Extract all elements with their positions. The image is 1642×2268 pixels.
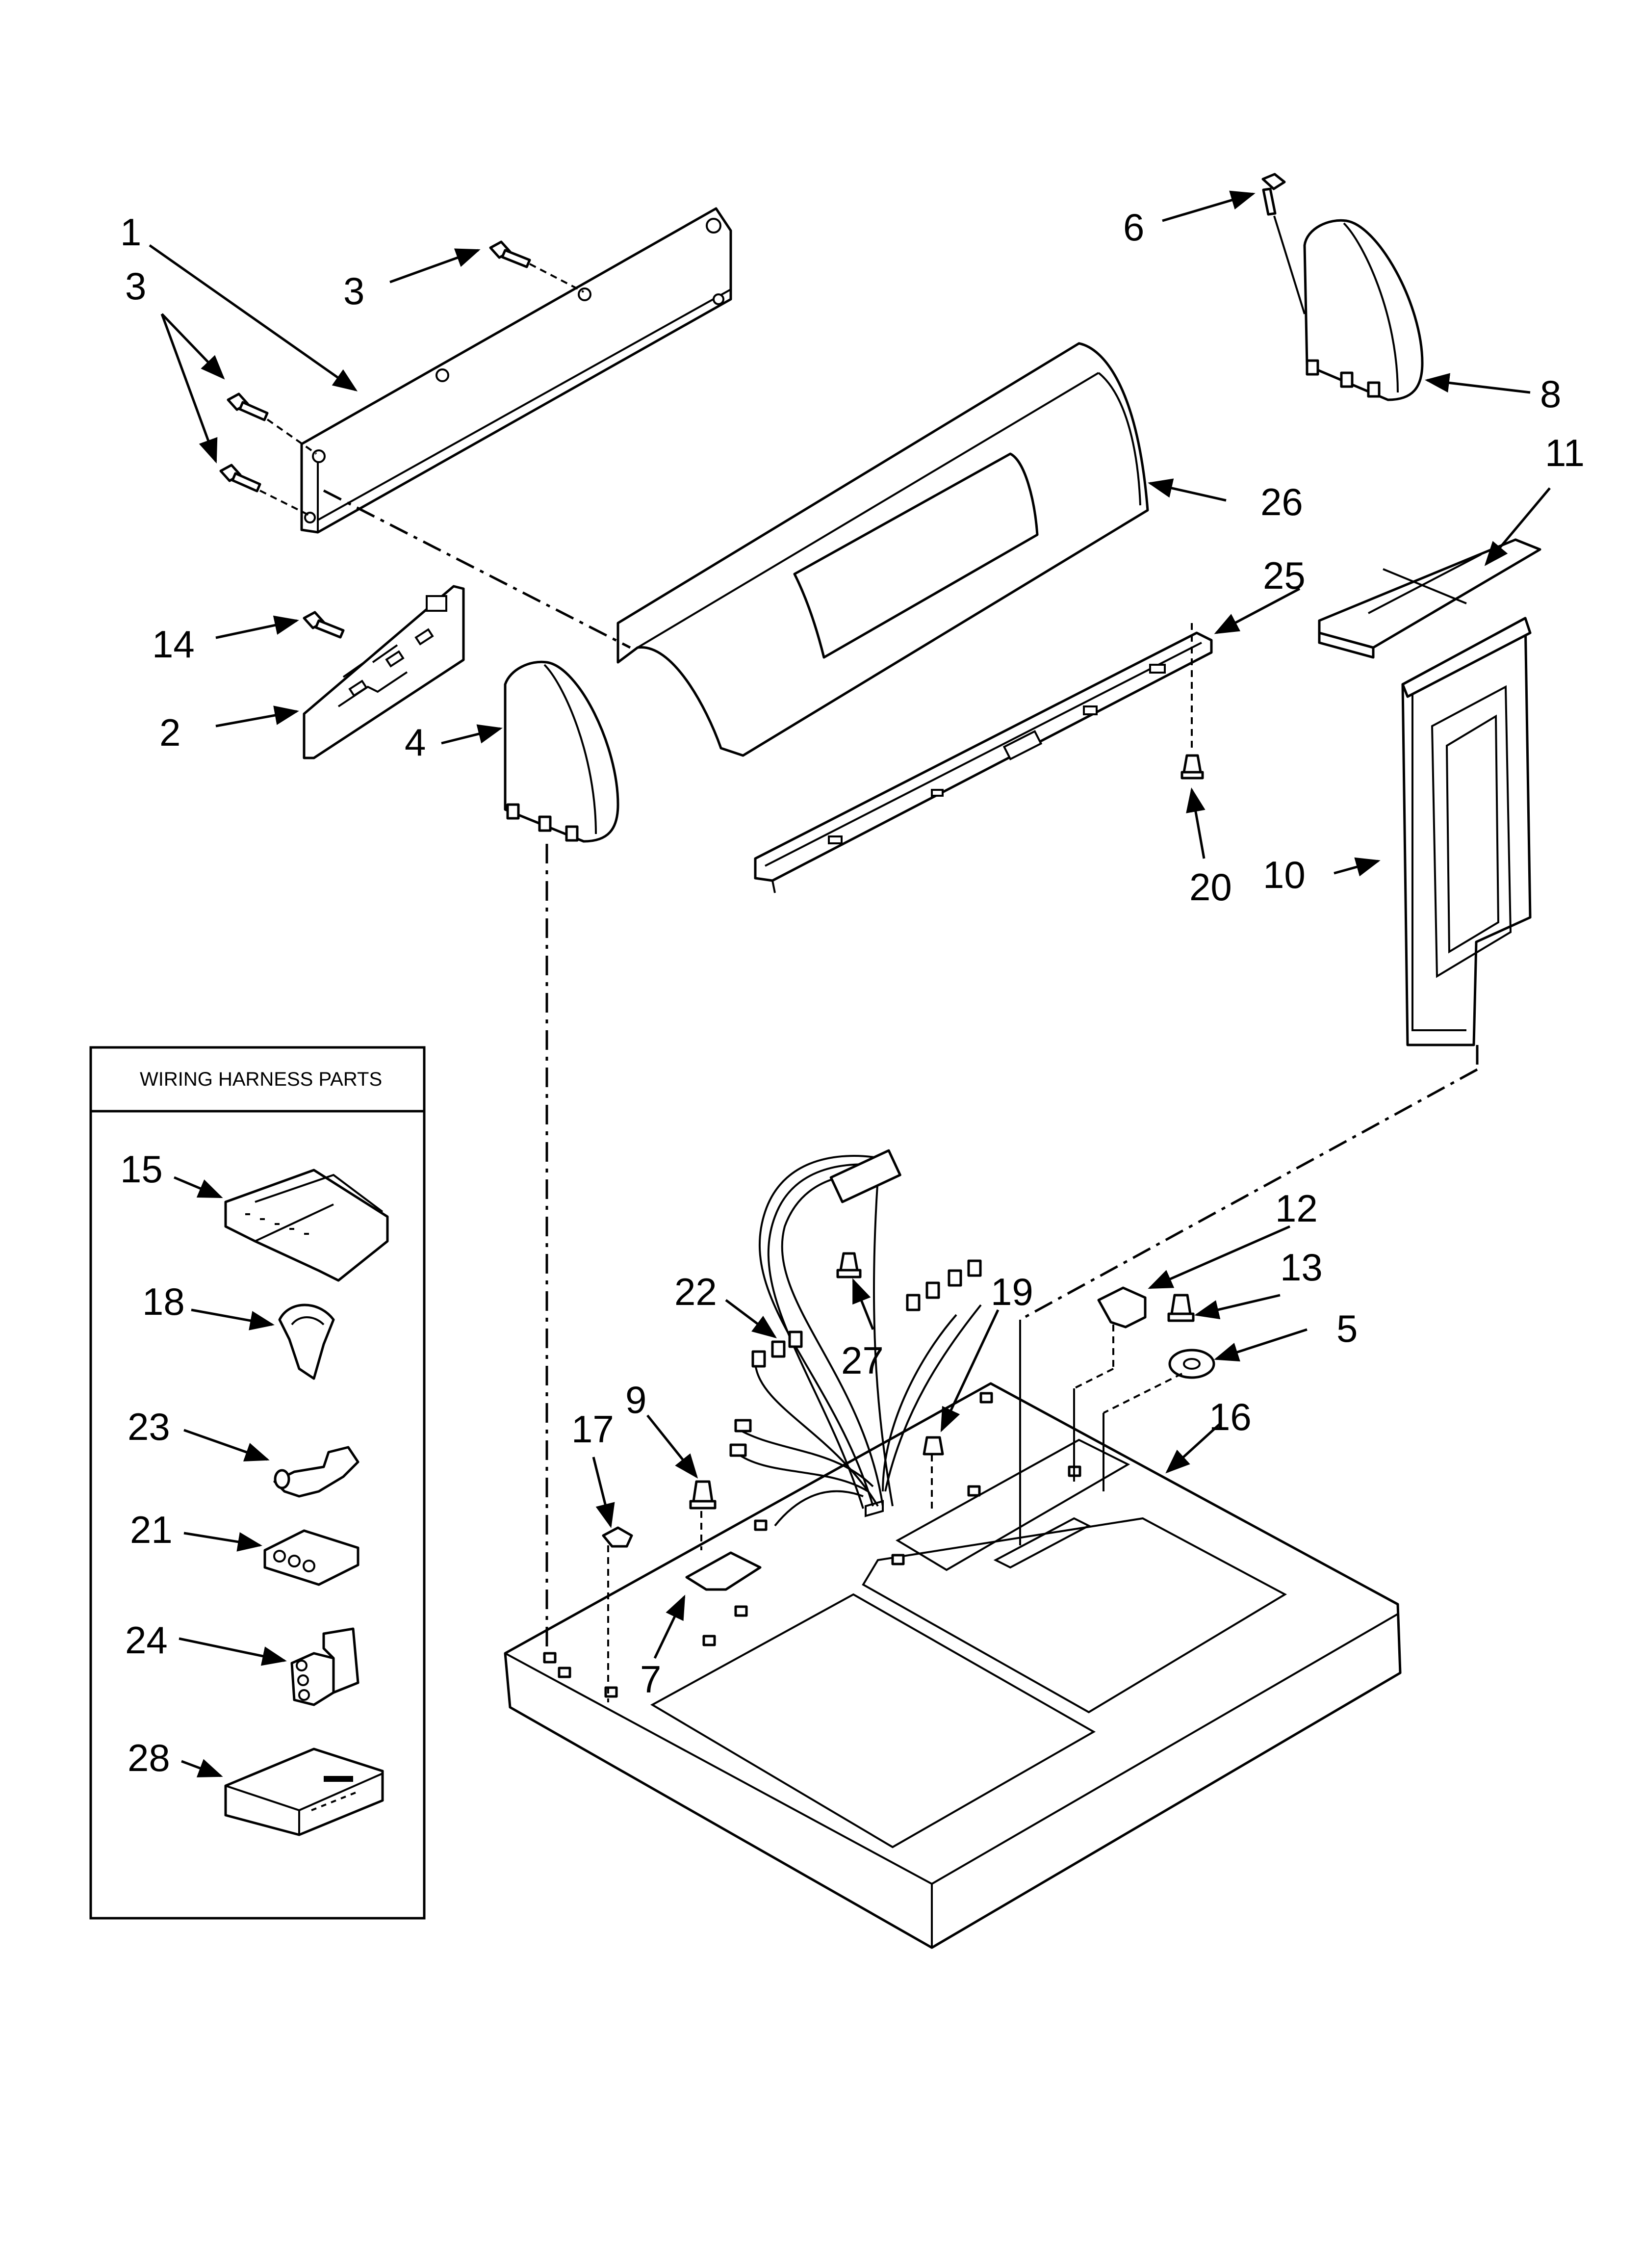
terminal-icon bbox=[273, 1446, 359, 1498]
screw-icon bbox=[303, 611, 345, 639]
callout-26: 26 bbox=[1260, 480, 1303, 523]
screw-icon bbox=[1261, 173, 1286, 216]
terminal-clip-icon bbox=[278, 1303, 335, 1380]
screw-icon bbox=[923, 1436, 944, 1456]
clip-icon bbox=[1097, 1286, 1147, 1329]
callout-20: 20 bbox=[1189, 865, 1232, 909]
callout-23: 23 bbox=[128, 1405, 170, 1448]
rear-panel bbox=[300, 207, 732, 534]
callout-9: 9 bbox=[625, 1378, 646, 1421]
callout-22: 22 bbox=[674, 1270, 717, 1313]
wiring-harness-parts-box: WIRING HARNESS PARTS bbox=[89, 1046, 426, 1920]
wiring-harness bbox=[729, 1149, 982, 1527]
callout-2: 2 bbox=[159, 711, 180, 754]
top-panel bbox=[504, 1382, 1402, 1949]
housing-icon bbox=[290, 1627, 359, 1706]
screw-icon bbox=[1180, 754, 1204, 780]
callout-10: 10 bbox=[1263, 853, 1306, 896]
callout-11: 11 bbox=[1545, 431, 1585, 474]
screw-icon bbox=[219, 464, 261, 493]
end-cap-left bbox=[504, 660, 619, 843]
callout-3: 3 bbox=[343, 269, 364, 313]
callout-12: 12 bbox=[1275, 1187, 1318, 1230]
callout-28: 28 bbox=[128, 1736, 170, 1779]
callout-21: 21 bbox=[130, 1508, 173, 1551]
console bbox=[616, 342, 1149, 757]
callout-3: 3 bbox=[125, 264, 146, 308]
box-title: WIRING HARNESS PARTS bbox=[140, 1069, 382, 1090]
screw-icon bbox=[227, 392, 269, 421]
callout-19: 19 bbox=[991, 1270, 1033, 1313]
housing-3pin-icon bbox=[263, 1529, 359, 1586]
screw-icon bbox=[1167, 1294, 1195, 1322]
console-bracket bbox=[754, 631, 1213, 893]
callout-4: 4 bbox=[405, 721, 426, 764]
callout-17: 17 bbox=[571, 1408, 614, 1451]
housing-6pin-icon bbox=[224, 1747, 384, 1836]
screw-icon bbox=[489, 240, 531, 268]
screw-icon bbox=[836, 1252, 862, 1278]
callout-27: 27 bbox=[841, 1339, 884, 1382]
callout-13: 13 bbox=[1280, 1246, 1323, 1289]
callout-5: 5 bbox=[1336, 1307, 1358, 1350]
callout-18: 18 bbox=[142, 1280, 185, 1323]
clip-icon bbox=[602, 1526, 633, 1548]
callout-24: 24 bbox=[125, 1618, 168, 1662]
callout-1: 1 bbox=[120, 210, 141, 254]
callout-8: 8 bbox=[1540, 372, 1561, 416]
callout-25: 25 bbox=[1263, 554, 1306, 597]
bracket-icon bbox=[685, 1551, 762, 1591]
connector-block-icon bbox=[224, 1169, 389, 1282]
callout-14: 14 bbox=[152, 623, 195, 666]
lint-cover bbox=[1318, 538, 1541, 659]
callout-7: 7 bbox=[640, 1658, 661, 1701]
callout-6: 6 bbox=[1123, 206, 1144, 249]
lint-housing bbox=[1401, 617, 1532, 1046]
end-cap-right bbox=[1303, 219, 1424, 401]
washer-icon bbox=[1168, 1349, 1215, 1379]
screw-icon bbox=[689, 1480, 717, 1510]
callout-16: 16 bbox=[1209, 1395, 1252, 1438]
control-board bbox=[303, 585, 465, 759]
callout-15: 15 bbox=[120, 1147, 163, 1191]
